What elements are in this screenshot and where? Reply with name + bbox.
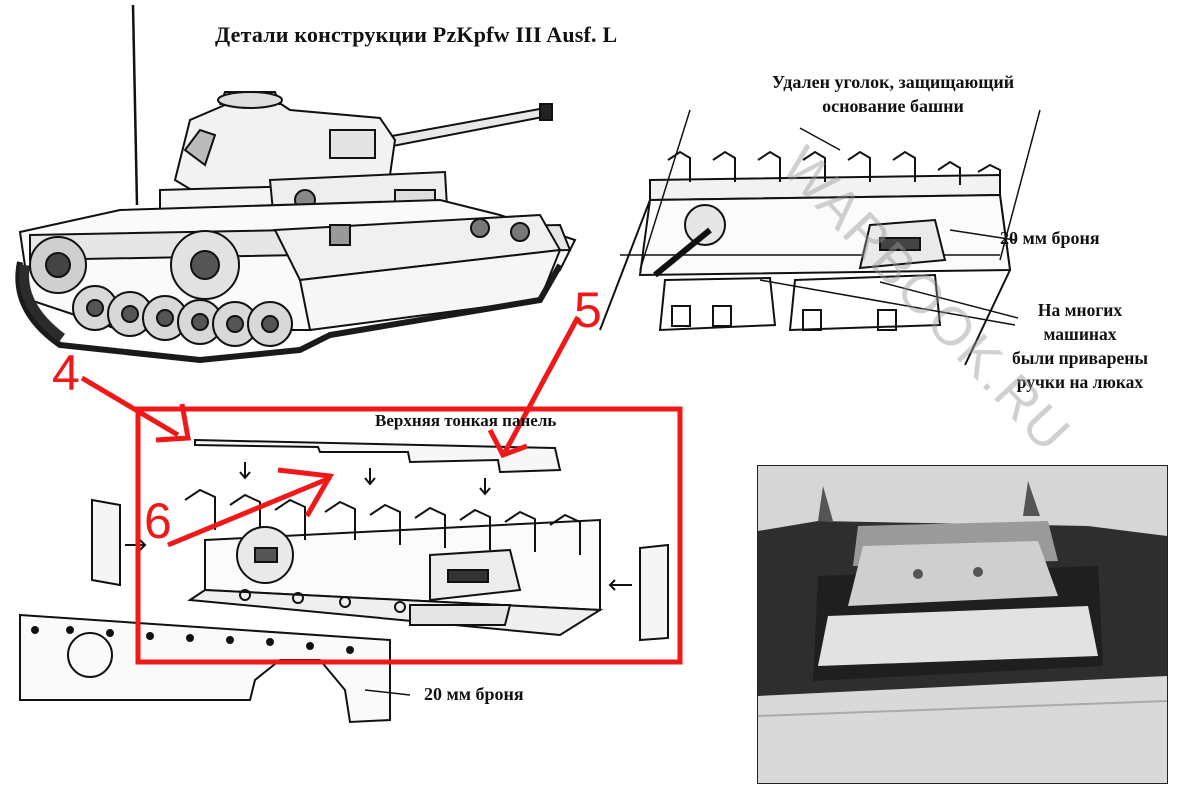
callout-5: 5 xyxy=(574,282,602,338)
hull-top-isometric xyxy=(599,109,1041,366)
arrow-5 xyxy=(502,315,581,454)
label-removed-angle: Удален уголок, защищающий основание башн… xyxy=(728,70,1058,118)
label-handles: На многих машинах были приварены ручки н… xyxy=(980,298,1180,394)
label-handles-line3: были приварены xyxy=(1011,348,1149,368)
highlight-box xyxy=(135,406,683,665)
label-armor-bottom: 20 мм броня xyxy=(424,684,524,704)
red-annotations xyxy=(80,315,683,665)
photo-drawing xyxy=(758,466,1167,783)
label-handles-line4: ручки на люках xyxy=(1016,372,1144,392)
callout-6: 6 xyxy=(144,493,172,549)
label-handles-line2: машинах xyxy=(1043,324,1117,344)
label-removed-angle-line2: основание башни xyxy=(822,96,964,116)
label-armor-top: 20 мм броня xyxy=(1000,228,1100,248)
page-title: Детали конструкции PzKpfw III Ausf. L xyxy=(215,22,618,47)
label-removed-angle-line1: Удален уголок, защищающий xyxy=(771,72,1015,92)
photo-inset xyxy=(757,465,1168,784)
tank-illustration xyxy=(15,4,577,364)
label-upper-panel: Верхняя тонкая панель xyxy=(375,411,557,430)
callout-4: 4 xyxy=(52,345,80,401)
label-handles-line1: На многих xyxy=(1037,300,1123,320)
arrow-4 xyxy=(80,375,180,438)
exploded-view xyxy=(19,438,669,724)
arrow-6 xyxy=(167,475,331,548)
